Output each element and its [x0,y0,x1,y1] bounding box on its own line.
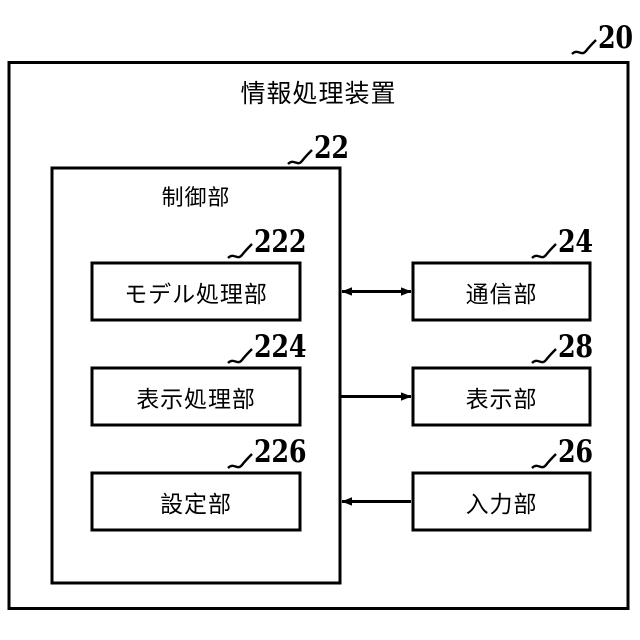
reference-numeral-22: 22 [314,130,349,166]
leader-line-26 [531,453,557,469]
module-box-display-processing [90,366,302,427]
reference-numeral-224: 224 [254,329,307,365]
leader-line-24 [531,243,557,259]
leader-line-20 [571,39,597,55]
peripheral-box-communication [411,261,592,322]
leader-line-222 [227,243,253,259]
peripheral-box-display [411,366,592,427]
reference-numeral-24: 24 [558,224,593,260]
leader-line-224 [227,348,253,364]
leader-line-22 [287,149,313,165]
reference-numeral-26: 26 [558,434,593,470]
reference-numeral-28: 28 [558,329,593,365]
leader-line-28 [531,348,557,364]
module-box-model-processing [90,261,302,322]
reference-numeral-226: 226 [254,434,307,470]
leader-line-226 [227,453,253,469]
peripheral-box-input [411,471,592,532]
reference-numeral-222: 222 [254,224,307,260]
reference-numeral-20: 20 [598,20,633,56]
module-box-setting [90,471,302,532]
